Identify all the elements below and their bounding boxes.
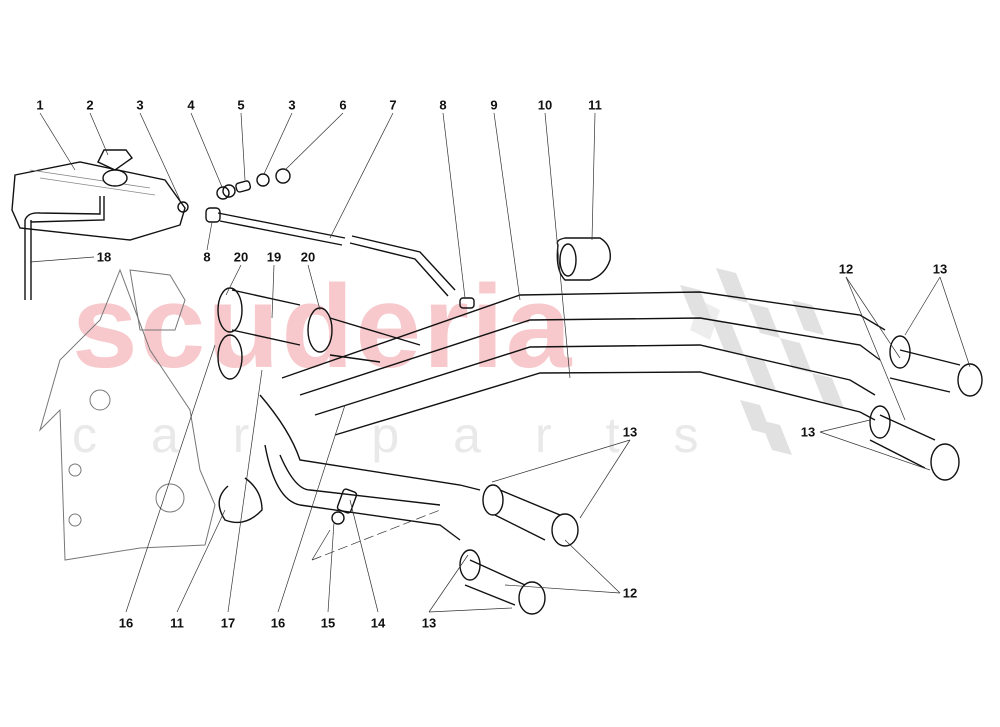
watermark-car-parts: car parts [72, 407, 753, 463]
watermark-scuderia: scuderia [72, 261, 574, 393]
callout-15: 15 [320, 615, 336, 631]
callout-9: 9 [490, 97, 498, 113]
callout-1: 1 [36, 97, 44, 113]
callout-20: 20 [233, 249, 249, 265]
callout-17: 17 [220, 615, 236, 631]
callout-13: 13 [622, 424, 638, 440]
callout-11: 11 [588, 97, 602, 113]
callout-16: 16 [270, 615, 286, 631]
callout-8: 8 [439, 97, 447, 113]
checkered-flag-watermark [680, 268, 844, 455]
callout-10: 10 [537, 97, 553, 113]
callout-11: 11 [170, 615, 184, 631]
callout-3: 3 [136, 97, 144, 113]
callout-13: 13 [800, 424, 816, 440]
callout-5: 5 [237, 97, 245, 113]
callout-19: 19 [266, 249, 282, 265]
callout-14: 14 [370, 615, 386, 631]
callout-8: 8 [203, 249, 211, 265]
callout-2: 2 [86, 97, 94, 113]
callout-7: 7 [389, 97, 397, 113]
callout-13: 13 [421, 615, 437, 631]
callout-20: 20 [300, 249, 316, 265]
callout-6: 6 [339, 97, 347, 113]
callout-18: 18 [96, 249, 112, 265]
callout-12: 12 [622, 585, 638, 601]
callout-13: 13 [932, 261, 948, 277]
callout-16: 16 [118, 615, 134, 631]
callout-3: 3 [288, 97, 296, 113]
callout-12: 12 [838, 261, 854, 277]
callout-4: 4 [187, 97, 195, 113]
